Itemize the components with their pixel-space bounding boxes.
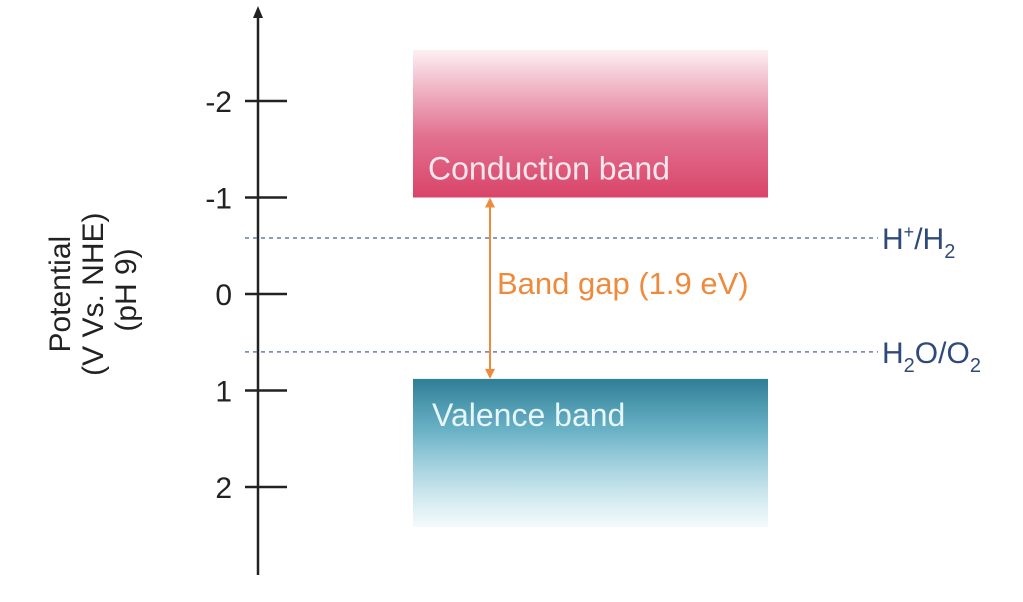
conduction-band [413,50,768,198]
conduction-band-label: Conduction band [428,151,670,187]
tick-label: -2 [205,86,232,119]
tick-label: 1 [215,376,232,409]
tick-label: 0 [215,279,232,312]
axis-arrow-icon [253,6,263,18]
redox-level-label: H+/H2 [882,222,955,263]
axis-label: Potential (V Vs. NHE) (pH 9) [44,204,143,376]
band-gap-arrow [485,197,495,379]
y-axis [253,6,263,575]
valence-band-label: Valence band [432,397,625,433]
tick-label: 2 [215,472,232,505]
band-gap-label: Band gap (1.9 eV) [497,266,749,301]
tick-label: -1 [205,183,232,216]
redox-level-label: H2O/O2 [882,337,981,377]
valence-band [413,378,768,527]
